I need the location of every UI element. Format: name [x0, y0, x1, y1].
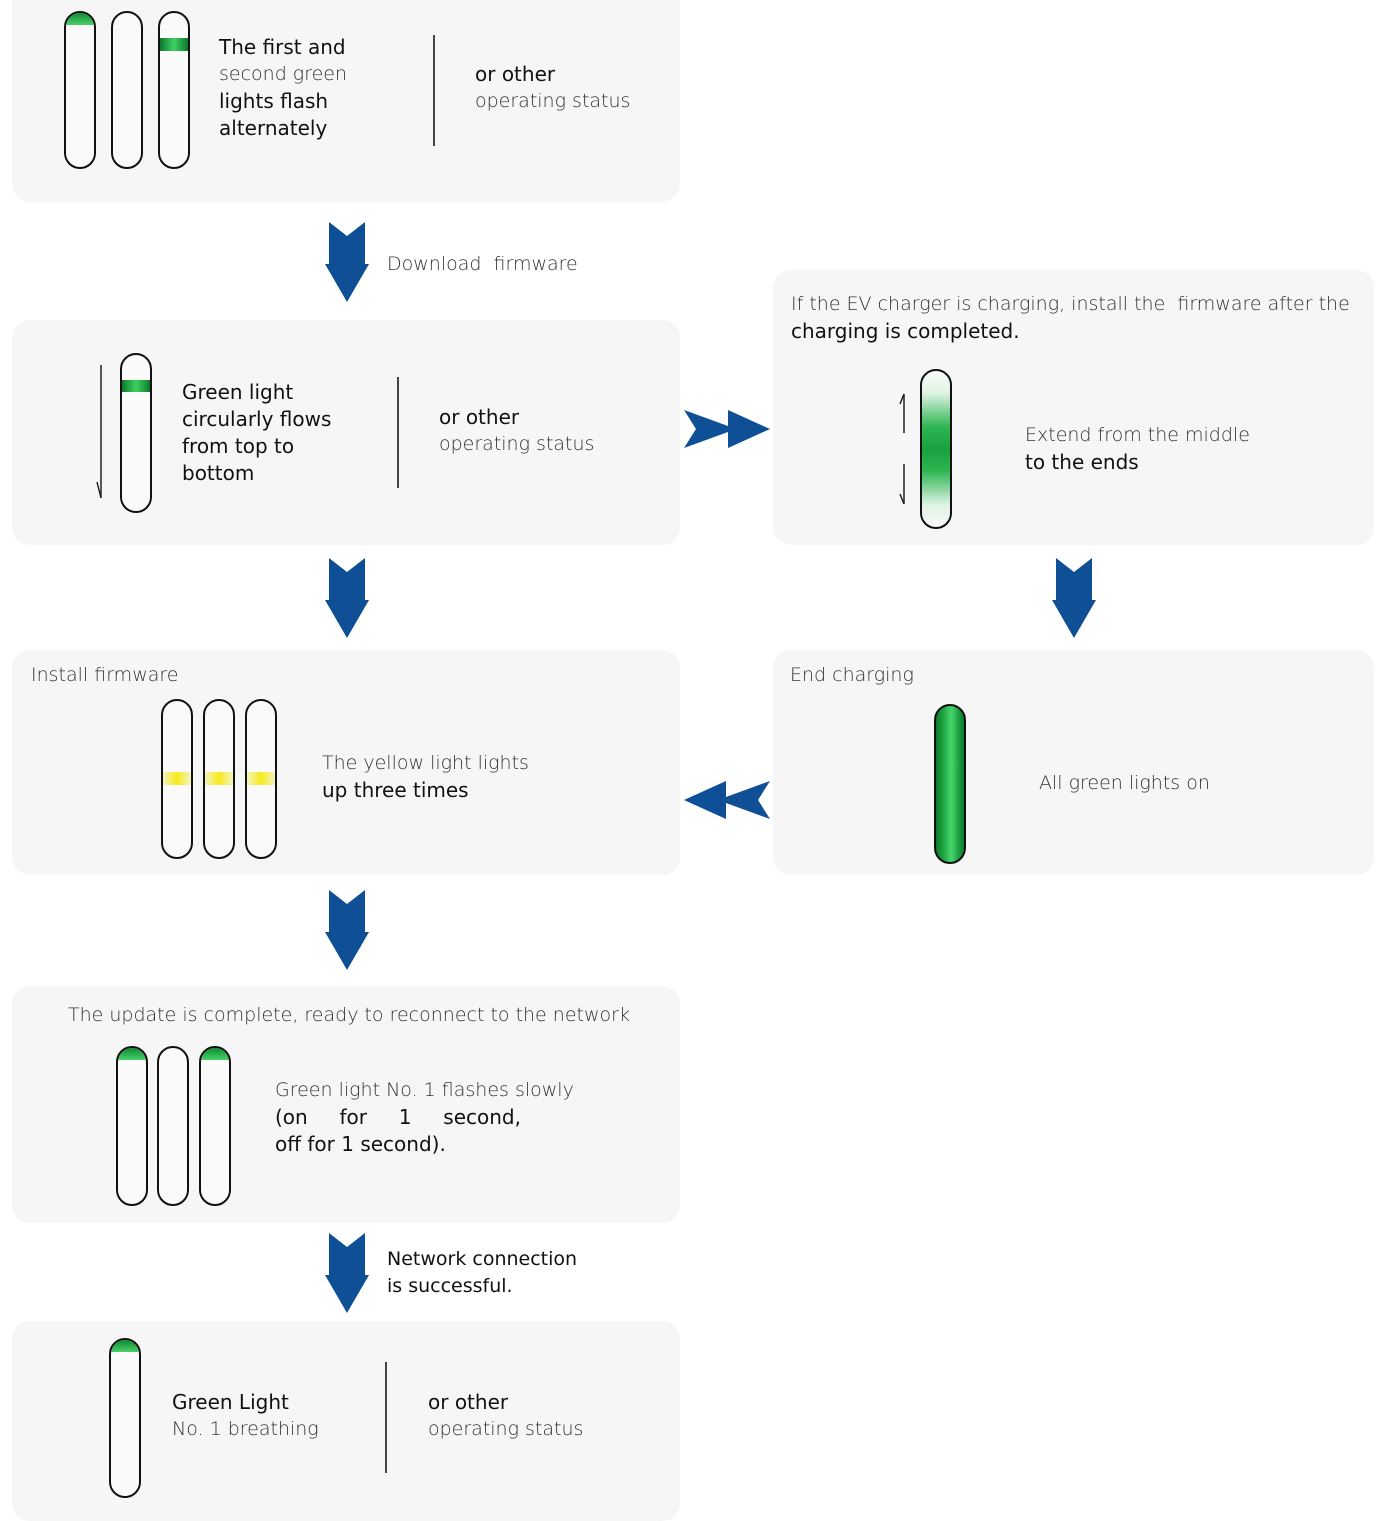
- note-line: charging is completed.: [791, 319, 1020, 343]
- desc-line: No. 1 breathing: [172, 1418, 319, 1440]
- panel-install-firmware: [12, 650, 680, 875]
- arrow-left-icon: [684, 781, 770, 819]
- green-band-glow: [160, 38, 188, 51]
- arrow-label-download: Download firmware: [387, 253, 578, 275]
- label-line: is successful.: [387, 1275, 513, 1297]
- arrow-down-icon: [1052, 558, 1096, 638]
- indicator-light-3: [245, 699, 277, 859]
- green-cap-glow: [201, 1048, 229, 1060]
- divider: [397, 377, 399, 488]
- install-title: Install firmware: [31, 664, 179, 686]
- alt-line: or other: [428, 1390, 509, 1414]
- panel-end-charging: [773, 650, 1374, 875]
- desc-line: to the ends: [1025, 450, 1139, 474]
- green-cap-glow: [118, 1048, 146, 1060]
- divider: [385, 1362, 387, 1473]
- indicator-light-1: [64, 11, 96, 169]
- desc-line: Green light: [182, 380, 294, 404]
- indicator-light-extending: [920, 369, 952, 529]
- arrow-label-network: Network connection is successful.: [387, 1246, 577, 1300]
- desc-line: Green Light: [172, 1390, 289, 1414]
- alt-line: operating status: [475, 90, 631, 112]
- alt-line: operating status: [428, 1418, 584, 1440]
- arrow-down-icon: [325, 222, 369, 302]
- end-charging-description: All green lights on: [1039, 772, 1210, 794]
- yellow-band-glow: [205, 772, 233, 785]
- indicator-light-all-on: [934, 704, 966, 864]
- indicator-light-single: [120, 353, 152, 513]
- yellow-band-glow: [247, 772, 275, 785]
- desc-line: from top to: [182, 434, 295, 458]
- arrow-down-icon: [325, 558, 369, 638]
- desc-line: The first and: [219, 35, 346, 59]
- complete-description: Green light No. 1 flashes slowly (on for…: [275, 1077, 574, 1158]
- indicator-light-2: [157, 1046, 189, 1206]
- desc-line: off for 1 second).: [275, 1132, 446, 1156]
- extend-down-arrow-icon: [899, 464, 905, 505]
- desc-line: Green light No. 1 flashes slowly: [275, 1079, 574, 1101]
- panel1-alternative: or other operating status: [475, 61, 630, 115]
- indicator-light-1: [161, 699, 193, 859]
- complete-title: The update is complete, ready to reconne…: [68, 1004, 630, 1026]
- indicator-light-3: [158, 11, 190, 169]
- indicator-light-2: [111, 11, 143, 169]
- end-charging-title: End charging: [790, 664, 914, 686]
- desc-line: up three times: [322, 778, 469, 802]
- desc-line: bottom: [182, 461, 255, 485]
- note-line: If the EV charger is charging, install t…: [791, 293, 1350, 315]
- label-line: Network connection: [387, 1248, 578, 1270]
- desc-line: (on for 1 second,: [275, 1105, 521, 1129]
- green-cap-glow: [66, 13, 94, 25]
- charging-note: If the EV charger is charging, install t…: [791, 291, 1350, 345]
- panel2-description: Green light circularly flows from top to…: [182, 379, 331, 487]
- final-alternative: or other operating status: [428, 1389, 583, 1443]
- green-cap-glow: [111, 1340, 139, 1352]
- extend-up-arrow-icon: [899, 393, 905, 433]
- final-description: Green Light No. 1 breathing: [172, 1389, 319, 1443]
- alt-line: or other: [475, 62, 556, 86]
- install-description: The yellow light lights up three times: [322, 750, 529, 804]
- desc-line: second green: [219, 63, 348, 85]
- arrow-down-icon: [325, 1233, 369, 1313]
- flow-down-arrow-icon: [96, 365, 102, 499]
- indicator-light-3: [199, 1046, 231, 1206]
- desc-line: circularly flows: [182, 407, 332, 431]
- desc-line: lights flash: [219, 89, 329, 113]
- arrow-down-icon: [325, 890, 369, 970]
- divider: [433, 35, 435, 146]
- panel-charging-note: [773, 270, 1374, 545]
- desc-line: Extend from the middle: [1025, 424, 1250, 446]
- charging-description: Extend from the middle to the ends: [1025, 422, 1250, 476]
- panel1-description: The first and second green lights flash …: [219, 34, 347, 142]
- alt-line: or other: [439, 405, 520, 429]
- green-band-glow: [122, 380, 150, 392]
- desc-line: The yellow light lights: [322, 752, 529, 774]
- indicator-light-2: [203, 699, 235, 859]
- yellow-band-glow: [163, 772, 191, 785]
- indicator-light-1: [116, 1046, 148, 1206]
- alt-line: operating status: [439, 433, 595, 455]
- arrow-right-icon: [684, 410, 770, 448]
- panel2-alternative: or other operating status: [439, 404, 594, 458]
- indicator-light-1: [109, 1338, 141, 1498]
- desc-line: alternately: [219, 116, 328, 140]
